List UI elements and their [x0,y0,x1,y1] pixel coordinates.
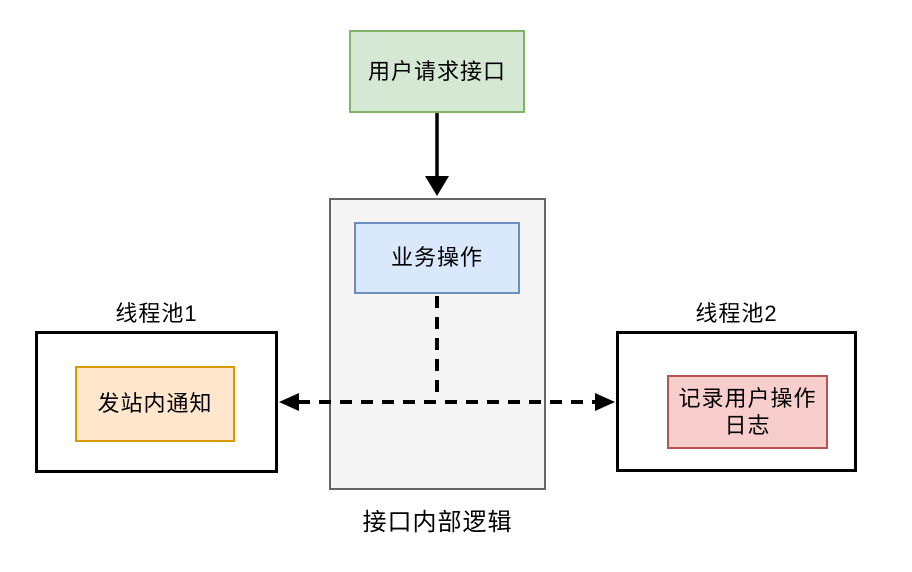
interface-logic-label: 接口内部逻辑 [362,509,513,536]
user-request-node: 用户请求接口 [349,30,525,113]
send-notification-node: 发站内通知 [75,366,235,442]
business-operation-node: 业务操作 [354,222,520,294]
log-operation-line2: 日志 [724,413,771,438]
left-arrowhead [279,393,299,411]
right-arrowhead [595,393,615,411]
log-operation-line1: 记录用户操作 [678,386,817,411]
log-operation-node: 记录用户操作 日志 [667,375,828,449]
solid-down-arrow [425,113,449,196]
thread-pool-2-label: 线程池2 [695,301,778,326]
thread-pool-1-label: 线程池1 [115,301,198,326]
